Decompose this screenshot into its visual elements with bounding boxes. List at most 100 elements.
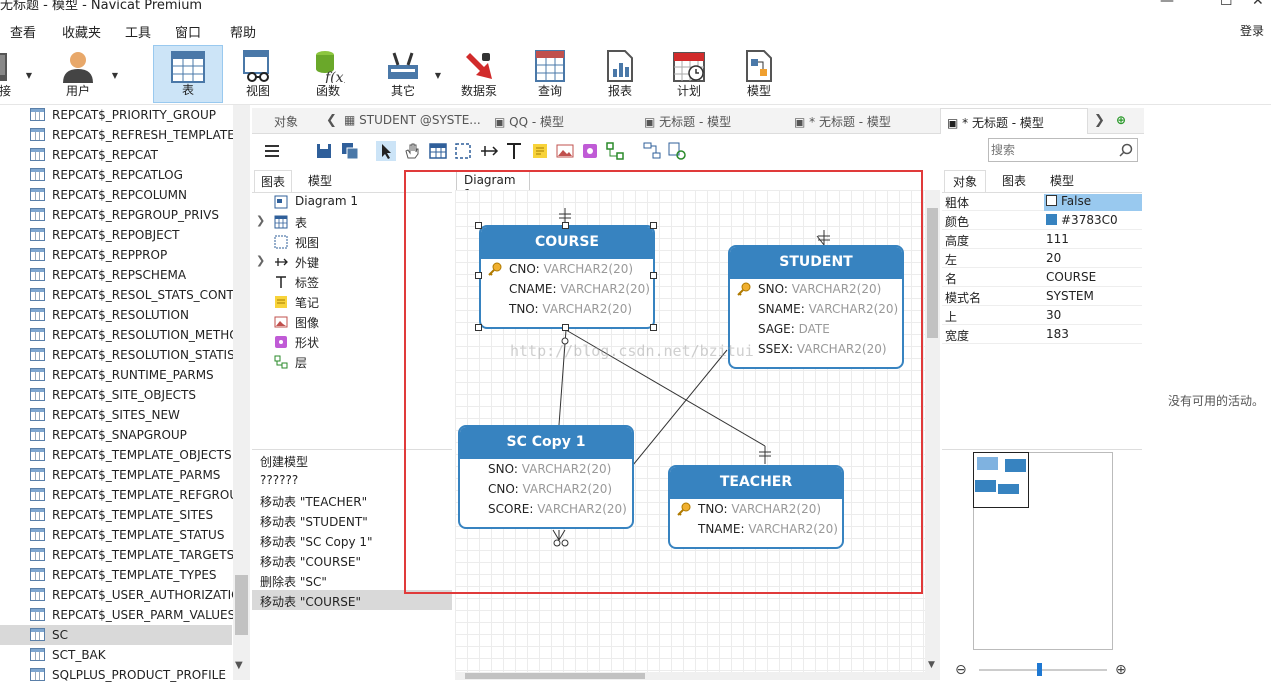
property-row-top[interactable]: 上 30 [942, 306, 1142, 325]
list-item[interactable]: REPCAT$_RESOL_STATS_CONTROL [0, 285, 234, 305]
entity-field[interactable]: SNO: VARCHAR2(20) [730, 279, 902, 299]
entity-field[interactable]: TNAME: VARCHAR2(20) [698, 522, 838, 536]
toolbar-connection-button[interactable]: 接 ▼ [0, 45, 32, 103]
tab-untitled-model-unsaved[interactable]: ▣ * 无标题 - 模型 [794, 115, 891, 129]
menu-window[interactable]: 窗口 [175, 26, 202, 41]
list-item[interactable]: REPCAT$_RESOLUTION [0, 305, 232, 325]
list-item[interactable]: REPCAT$_REPGROUP_PRIVS [0, 205, 232, 225]
tab-diagram[interactable]: 图表 [254, 170, 293, 192]
zoom-thumb[interactable] [1037, 663, 1042, 676]
relationship-line[interactable] [558, 329, 567, 426]
resize-handle[interactable] [475, 272, 482, 279]
entity-field[interactable]: SAGE: DATE [758, 322, 830, 336]
tree-item-foreign-keys[interactable]: ❯ 外键 [256, 254, 320, 270]
entity-field[interactable]: SNO: VARCHAR2(20) [488, 462, 612, 476]
tree-item-shapes[interactable]: 形状 [252, 332, 452, 352]
list-item[interactable]: SQLPLUS_PRODUCT_PROFILE [0, 665, 232, 685]
minimap-viewport[interactable] [973, 452, 1029, 508]
model-settings-icon[interactable] [667, 141, 687, 161]
toolbar-schedule-button[interactable]: 计划 [663, 45, 715, 103]
list-item[interactable]: REPCAT$_REPCOLUMN [0, 185, 232, 205]
scroll-down-icon[interactable]: ▼ [235, 660, 243, 671]
property-row-bold[interactable]: 粗体 False [942, 192, 1142, 211]
property-row-width[interactable]: 宽度 183 [942, 325, 1142, 344]
expand-arrow-icon[interactable]: ❯ [256, 214, 266, 227]
entity-field[interactable]: TNO: VARCHAR2(20) [670, 499, 842, 519]
menu-help[interactable]: 帮助 [230, 26, 257, 41]
tree-item-notes[interactable]: 笔记 [252, 292, 452, 312]
tree-item-layers[interactable]: 层 [252, 352, 452, 372]
tree-item-images[interactable]: 图像 [252, 312, 452, 332]
maximize-button[interactable]: ☐ [1220, 0, 1233, 9]
history-item[interactable]: 移动表 "COURSE" [260, 555, 361, 569]
property-row-color[interactable]: 颜色 #3783C0 [942, 211, 1142, 230]
entity-student[interactable]: STUDENT SNO: VARCHAR2(20) SNAME: VARCHAR… [728, 245, 904, 369]
scroll-down-icon[interactable]: ▼ [928, 660, 935, 670]
toolbar-table-button[interactable]: 表 [153, 45, 223, 103]
tab-scroll-left-icon[interactable]: ❮ [326, 113, 337, 128]
property-row-height[interactable]: 高度 111 [942, 230, 1142, 249]
new-view-icon[interactable] [453, 141, 473, 161]
tree-item-diagram[interactable]: Diagram 1 [252, 192, 452, 212]
sidebar-scrollbar[interactable] [233, 105, 250, 680]
scrollbar-thumb[interactable] [927, 208, 938, 338]
sidebar-scrollbar-thumb[interactable] [235, 575, 248, 635]
toolbar-query-button[interactable]: 查询 [524, 45, 576, 103]
diagram-minimap[interactable] [973, 452, 1113, 650]
history-item-selected[interactable]: 移动表 "COURSE" [252, 590, 452, 610]
search-input[interactable] [991, 141, 1116, 159]
list-item[interactable]: REPCAT$_RESOLUTION_METHOD [0, 325, 234, 345]
list-item[interactable]: REPCAT$_REPCAT [0, 145, 232, 165]
property-row-schema[interactable]: 模式名 SYSTEM [942, 287, 1142, 306]
save-icon[interactable] [314, 141, 334, 161]
menu-favorites[interactable]: 收藏夹 [62, 26, 102, 41]
property-value-left[interactable]: 20 [1046, 251, 1062, 265]
list-item[interactable]: REPCAT$_SNAPGROUP [0, 425, 232, 445]
list-item[interactable]: REPCAT$_TEMPLATE_REFGROUPS [0, 485, 234, 505]
tab-model[interactable]: 模型 [1050, 174, 1075, 188]
list-item-selected[interactable]: SC [0, 625, 232, 645]
relationship-line[interactable] [565, 329, 766, 447]
list-item[interactable]: REPCAT$_TEMPLATE_TARGETS [0, 545, 234, 565]
entity-field[interactable]: SCORE: VARCHAR2(20) [488, 502, 627, 516]
minimize-button[interactable]: — [1160, 0, 1174, 9]
resize-handle[interactable] [650, 222, 657, 229]
property-value-bold[interactable]: False [1044, 194, 1142, 211]
entity-field[interactable]: CNO: VARCHAR2(20) [481, 259, 653, 279]
property-value-width[interactable]: 183 [1046, 327, 1069, 341]
toolbar-other-button[interactable]: 其它 ▼ [377, 45, 441, 103]
new-table-icon[interactable] [428, 141, 448, 161]
diagram-canvas[interactable]: COURSE CNO: VARCHAR2(20) CNAME: VARCHAR2… [455, 190, 925, 680]
new-tab-icon[interactable]: ⊕ [1116, 113, 1127, 127]
entity-field[interactable]: CNO: VARCHAR2(20) [488, 482, 613, 496]
resize-handle[interactable] [475, 324, 482, 331]
canvas-vertical-scrollbar[interactable]: ▼ [925, 190, 940, 680]
save-as-icon[interactable] [340, 141, 360, 161]
list-item[interactable]: REPCAT$_REFRESH_TEMPLATES [0, 125, 234, 145]
history-item[interactable]: ?????? [260, 473, 299, 487]
property-value-height[interactable]: 111 [1046, 232, 1069, 246]
property-row-left[interactable]: 左 20 [942, 249, 1142, 268]
resize-handle[interactable] [650, 272, 657, 279]
resize-handle[interactable] [475, 222, 482, 229]
menu-icon[interactable] [262, 141, 282, 161]
zoom-slider[interactable]: ⊖ ⊕ [955, 662, 1135, 678]
entity-field[interactable]: SSEX: VARCHAR2(20) [758, 342, 887, 356]
auto-layout-icon[interactable] [642, 141, 662, 161]
entity-teacher[interactable]: TEACHER TNO: VARCHAR2(20) TNAME: VARCHAR… [668, 465, 844, 549]
list-item[interactable]: REPCAT$_REPPROP [0, 245, 232, 265]
list-item[interactable]: REPCAT$_REPSCHEMA [0, 265, 232, 285]
resize-handle[interactable] [650, 324, 657, 331]
menu-view[interactable]: 查看 [10, 26, 37, 41]
history-item[interactable]: 删除表 "SC" [260, 575, 327, 589]
history-item[interactable]: 创建模型 [260, 455, 309, 469]
close-button[interactable]: ✕ [1252, 0, 1264, 9]
zoom-in-icon[interactable]: ⊕ [1115, 662, 1127, 678]
list-item[interactable]: REPCAT$_USER_AUTHORIZATIONS [0, 585, 234, 605]
resize-handle[interactable] [562, 324, 569, 331]
list-item[interactable]: REPCAT$_SITE_OBJECTS [0, 385, 232, 405]
new-image-icon[interactable] [555, 141, 575, 161]
checkbox[interactable] [1046, 195, 1057, 206]
property-value-name[interactable]: COURSE [1046, 270, 1097, 284]
hand-icon[interactable] [402, 141, 422, 161]
